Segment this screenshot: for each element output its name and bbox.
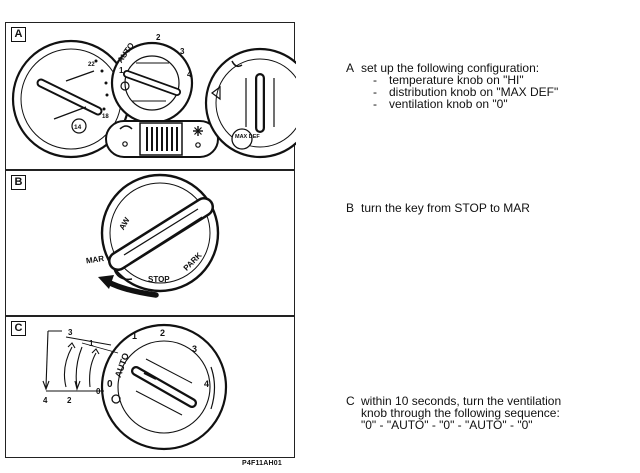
ventilation-dial: 0 AUTO 1 2 3 4 <box>100 323 228 451</box>
dial-label-0: 0 <box>107 379 113 390</box>
step-c-line-3: "0" - "AUTO" - "0" - "AUTO" - "0" <box>361 418 533 432</box>
sequence-zero: 0 <box>96 387 101 396</box>
step-a-item-distribution: distribution knob on "MAX DEF" <box>373 86 640 98</box>
step-a-item-temperature: temperature knob on "HI" <box>373 74 640 86</box>
panel-c: C 0 AUTO 1 2 3 4 <box>5 316 295 458</box>
dial-label-1: 1 <box>132 331 137 341</box>
step-b-text: turn the key from STOP to MAR <box>361 201 530 215</box>
sequence-number-2: 2 <box>67 396 72 405</box>
rotate-arrow-icon <box>98 275 159 298</box>
temp-mark-14: 14 <box>74 124 82 131</box>
fan-dial: AUTO 1 2 3 4 <box>110 33 194 125</box>
step-a-intro: set up the following configuration: <box>361 61 540 75</box>
vent-feet-icon <box>211 85 221 101</box>
dial-label-2: 2 <box>160 328 165 338</box>
temperature-dial: 22 18 14 <box>11 39 131 159</box>
ventilation-knob-sequence-illustration: 0 AUTO 1 2 3 4 3 1 4 2 0 <box>42 323 228 451</box>
step-c-line-2: knob through the following sequence: <box>361 406 560 420</box>
step-c-line-1: within 10 seconds, turn the ventilation <box>361 394 562 408</box>
vent-face-icon <box>231 60 243 68</box>
max-def-icon: MAX DEF <box>235 134 260 140</box>
dial-label-3: 3 <box>192 344 197 354</box>
ac-snowflake-icon <box>193 126 203 136</box>
figure-code: P4F11AH01 <box>242 460 282 467</box>
mar-label: MAR <box>85 254 105 265</box>
ignition-switch: AW STOP PARK <box>100 173 220 293</box>
sequence-number-3: 3 <box>68 328 73 337</box>
step-a-list: temperature knob on "HI" distribution kn… <box>361 74 640 110</box>
ignition-key-illustration: AW STOP PARK MAR <box>85 173 220 298</box>
temperature-scale <box>94 59 109 111</box>
fan-icon <box>120 81 130 91</box>
button-strip <box>105 120 219 158</box>
panel-b: B AW STOP PARK MAR <box>5 170 295 316</box>
fan-dial-1-label: 1 <box>119 66 124 75</box>
key-position-stop: STOP <box>148 275 170 284</box>
climate-control-illustration: 22 18 14 AUTO 1 2 3 4 <box>11 33 296 159</box>
recirculation-grille <box>146 127 178 151</box>
temp-mark-18: 18 <box>102 114 109 120</box>
fan-icon <box>111 394 121 404</box>
panel-a-label: A <box>11 27 26 42</box>
fan-dial-3-label: 3 <box>180 47 185 56</box>
fan-dial-4-label: 4 <box>187 70 192 79</box>
temp-mark-22: 22 <box>88 62 95 68</box>
ac-led <box>195 142 201 148</box>
step-a-item-ventilation: ventilation knob on "0" <box>373 98 640 110</box>
recirculation-icon <box>119 125 133 130</box>
sequence-number-1: 1 <box>89 339 94 348</box>
fan-dial-2-label: 2 <box>156 33 161 42</box>
step-a-letter: A <box>346 61 355 75</box>
step-b-letter: B <box>346 201 355 215</box>
panel-b-label: B <box>11 175 26 190</box>
panel-a: A 22 18 14 <box>5 22 296 170</box>
sequence-arrows <box>42 330 119 392</box>
distribution-dial: MAX DEF <box>204 47 296 159</box>
panel-c-label: C <box>11 321 26 336</box>
recirculation-led <box>122 141 128 147</box>
step-c-letter: C <box>346 394 355 408</box>
dial-label-4: 4 <box>204 379 209 389</box>
sequence-number-4: 4 <box>43 396 48 405</box>
